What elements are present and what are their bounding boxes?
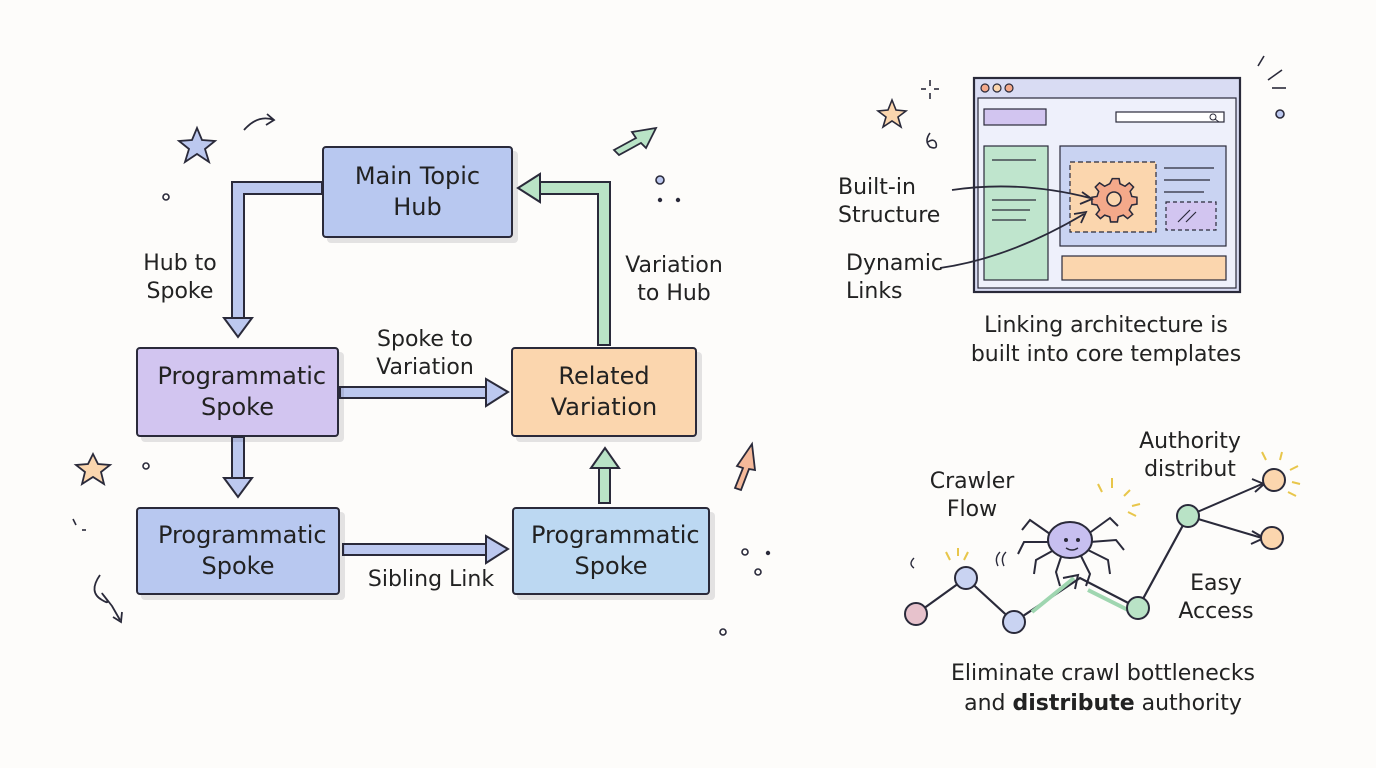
arrow-sibling-link — [342, 534, 510, 565]
crawler-network — [904, 451, 1301, 634]
label-dynamic-links: Dynamic Links — [846, 251, 944, 304]
label-crawler-flow: Crawler Flow — [929, 469, 1015, 522]
caption-crawler-line2: and distribute authority — [920, 690, 1286, 718]
swirl-icon — [93, 574, 123, 624]
pointer-lines — [939, 185, 1094, 269]
edge-label-spoke-to-variation: Spoke to Variation — [376, 327, 474, 380]
programmatic-spoke-label: Programmatic Spoke — [157, 362, 327, 421]
caption-templates-line2: built into core templates — [970, 342, 1242, 367]
programmatic-spoke-node-top: Programmatic Spoke — [136, 347, 339, 437]
arrow-hub-to-spoke — [222, 181, 323, 339]
edge-label-sibling-link: Sibling Link — [367, 567, 495, 592]
dot-icon — [655, 175, 665, 185]
caption-templates-line1: Linking architecture is — [984, 313, 1228, 338]
spider-icon — [1017, 516, 1125, 587]
curved-arrow-icon — [243, 113, 276, 131]
star-icon — [875, 97, 909, 129]
caption-crawler-and: and — [964, 691, 1013, 716]
arrow-spoke-up — [589, 446, 621, 504]
browser-window-illustration — [972, 76, 1242, 294]
tick-marks — [72, 197, 771, 556]
programmatic-spoke-label: Programmatic Spoke — [531, 521, 700, 580]
main-topic-hub-node: Main Topic Hub — [322, 146, 513, 238]
label-built-in-structure: Built-in Structure — [838, 175, 941, 228]
deco-arrow-green — [612, 126, 658, 157]
label-easy-access: Easy Access — [1178, 571, 1254, 624]
programmatic-spoke-node-bottom-right: Programmatic Spoke — [512, 507, 710, 595]
arrow-spoke-to-variation — [339, 377, 510, 408]
programmatic-spoke-node-bottom-left: Programmatic Spoke — [136, 507, 340, 595]
label-authority-distribut: Authority distribut — [1139, 429, 1241, 482]
related-variation-node: Related Variation — [511, 347, 697, 437]
deco-arrow-orange — [733, 441, 757, 492]
programmatic-spoke-label: Programmatic Spoke — [158, 521, 327, 580]
dot-icon — [142, 193, 762, 636]
related-variation-label: Related Variation — [550, 362, 658, 421]
magnifier-icon — [1209, 113, 1220, 123]
star-icon — [73, 451, 113, 486]
edge-label-hub-to-spoke: Hub to Spoke — [143, 251, 217, 304]
edge-label-variation-to-hub: Variation to Hub — [625, 253, 723, 306]
caption-crawler-distribute: distribute — [1012, 691, 1135, 716]
main-topic-hub-label: Main Topic Hub — [354, 162, 481, 221]
star-icon — [176, 125, 218, 165]
caption-crawler-line1: Eliminate crawl bottlenecks — [950, 661, 1256, 686]
gear-icon — [1091, 177, 1138, 223]
arrow-spoke-down — [222, 436, 254, 499]
arrow-variation-to-hub — [516, 172, 611, 346]
sparkle-icon — [921, 55, 1286, 149]
caption-crawler-authority: authority — [1134, 691, 1242, 716]
